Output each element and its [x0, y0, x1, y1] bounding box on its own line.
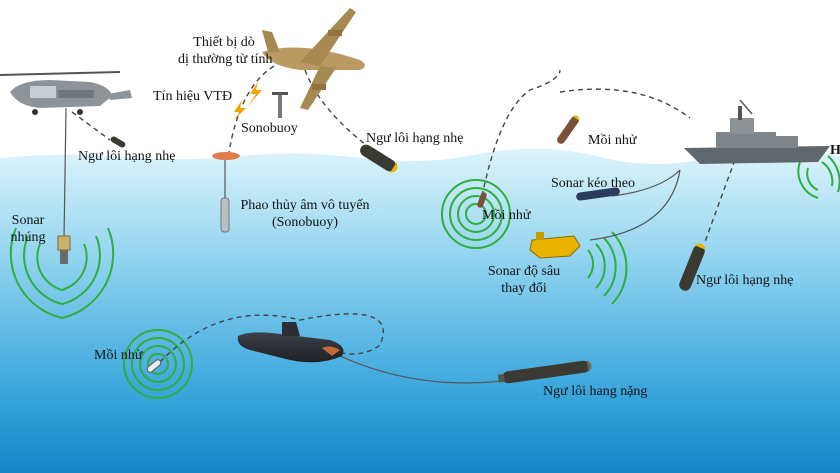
- sonobuoy-icon: [272, 92, 288, 118]
- heavy-torpedo-label: Ngư lôi hang nặng: [543, 384, 648, 399]
- torpedo-icon: [497, 360, 592, 384]
- variable-depth-sonar-label: Sonar độ sâu thay đổi: [487, 264, 561, 296]
- decoy-sub-label: Mồi nhử: [94, 348, 143, 363]
- edge-fragment-label: H: [830, 143, 840, 158]
- sonar-waves-icon: [441, 179, 511, 249]
- variable-depth-sonar-icon: [529, 232, 581, 259]
- tether-lines: [63, 107, 681, 384]
- sonar-waves-icon: [123, 329, 193, 399]
- trajectory-lines: [71, 61, 736, 363]
- warship-icon: [684, 99, 830, 164]
- torpedo-ship-label: Ngư lôi hạng nhẹ: [696, 273, 794, 288]
- torpedo-icon: [477, 192, 487, 208]
- decoy-ship-label: Mồi nhử: [588, 133, 637, 148]
- torpedo-icon: [576, 187, 620, 201]
- torpedo-heli-label: Ngư lôi hạng nhẹ: [78, 149, 176, 164]
- sonar-waves-icon: [9, 227, 115, 319]
- sonar-waves-icon: [797, 155, 840, 199]
- lightning-icon: [232, 82, 262, 122]
- magnetic-detector-label: Thiết bị dò dị thường từ tính: [178, 35, 273, 67]
- sonobuoy-label: Sonobuoy: [241, 121, 298, 136]
- sonobuoy-icon: [212, 152, 240, 233]
- torpedo-icon: [360, 144, 398, 173]
- radio-signal-label: Tín hiệu VTĐ: [153, 89, 233, 104]
- helicopter-icon: [0, 71, 132, 115]
- sonar-waves-icon: [587, 231, 628, 305]
- decoy-mid-label: Mồi nhử: [482, 208, 531, 223]
- dipping-sonar-label: Sonar nhúng: [10, 213, 46, 245]
- dipping-sonar-icon: [57, 235, 71, 264]
- torpedo-icon: [679, 243, 706, 291]
- torpedo-icon: [557, 115, 580, 144]
- radio-sonobuoy-label: Phao thủy âm vô tuyến (Sonobuoy): [240, 198, 370, 230]
- sea-water: [0, 146, 840, 473]
- torpedo-icon: [146, 359, 162, 373]
- torpedo-icon: [110, 136, 126, 148]
- submarine-icon: [237, 322, 344, 363]
- towed-sonar-label: Sonar kéo theo: [551, 176, 635, 191]
- torpedo-plane-label: Ngư lôi hạng nhẹ: [366, 131, 464, 146]
- patrol-aircraft-icon: [262, 8, 365, 110]
